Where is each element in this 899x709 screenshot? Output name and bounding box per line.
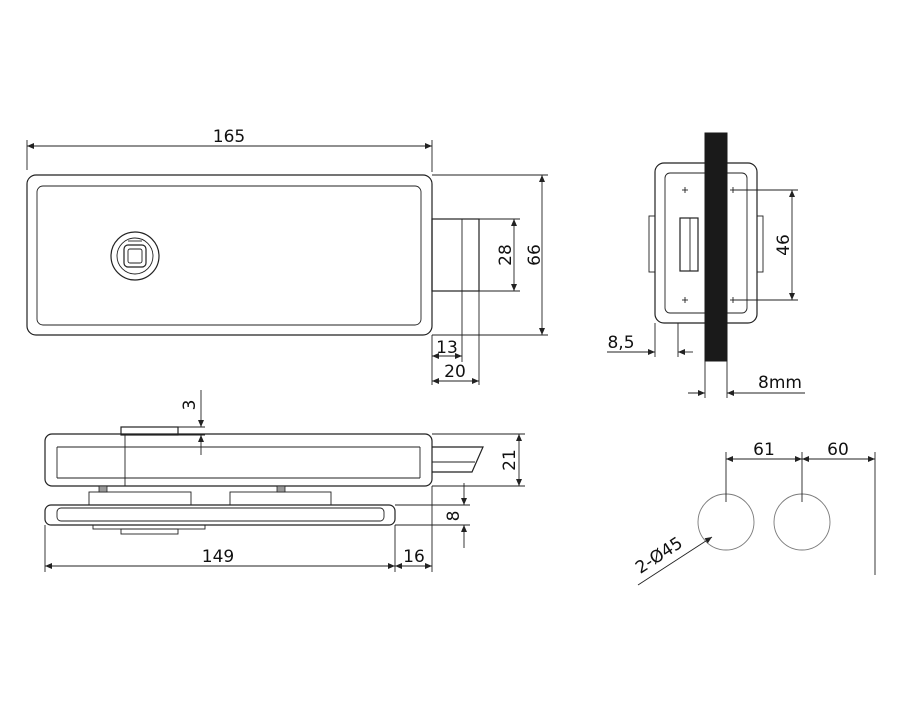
bolt bbox=[431, 218, 480, 292]
dim-28-label: 28 bbox=[496, 244, 516, 266]
glass-panel bbox=[704, 132, 728, 362]
base-plate bbox=[44, 504, 396, 526]
dim-13-label: 13 bbox=[436, 338, 458, 358]
dim-8-label: 8 bbox=[444, 511, 464, 522]
dim-149-label: 149 bbox=[202, 547, 234, 567]
dim-16-label: 16 bbox=[403, 547, 425, 567]
dim-3-label: 3 bbox=[180, 400, 200, 411]
side-view: 46 8,5 8mm bbox=[607, 132, 805, 398]
dim-61-label: 61 bbox=[753, 440, 775, 460]
dim-20-label: 20 bbox=[444, 362, 466, 382]
top-body-outline bbox=[44, 433, 433, 487]
hole-left bbox=[697, 493, 755, 551]
lock-body-inner bbox=[36, 185, 422, 326]
cylinder-icon bbox=[110, 231, 160, 281]
front-view: 165 66 28 13 20 bbox=[26, 127, 548, 385]
dim-46-label: 46 bbox=[774, 234, 794, 256]
dim-8mm-label: 8mm bbox=[758, 373, 802, 393]
lock-body-outline bbox=[26, 174, 433, 336]
hole-pattern: 61 60 2-Ø45 bbox=[632, 440, 876, 586]
dim-66-label: 66 bbox=[525, 244, 545, 266]
top-view: 3 21 8 149 16 bbox=[44, 390, 525, 572]
dim-60-label: 60 bbox=[827, 440, 849, 460]
hole-right bbox=[773, 493, 831, 551]
dim-165-label: 165 bbox=[213, 127, 245, 147]
dim-8-5-label: 8,5 bbox=[607, 333, 634, 353]
dim-21-label: 21 bbox=[500, 449, 520, 471]
